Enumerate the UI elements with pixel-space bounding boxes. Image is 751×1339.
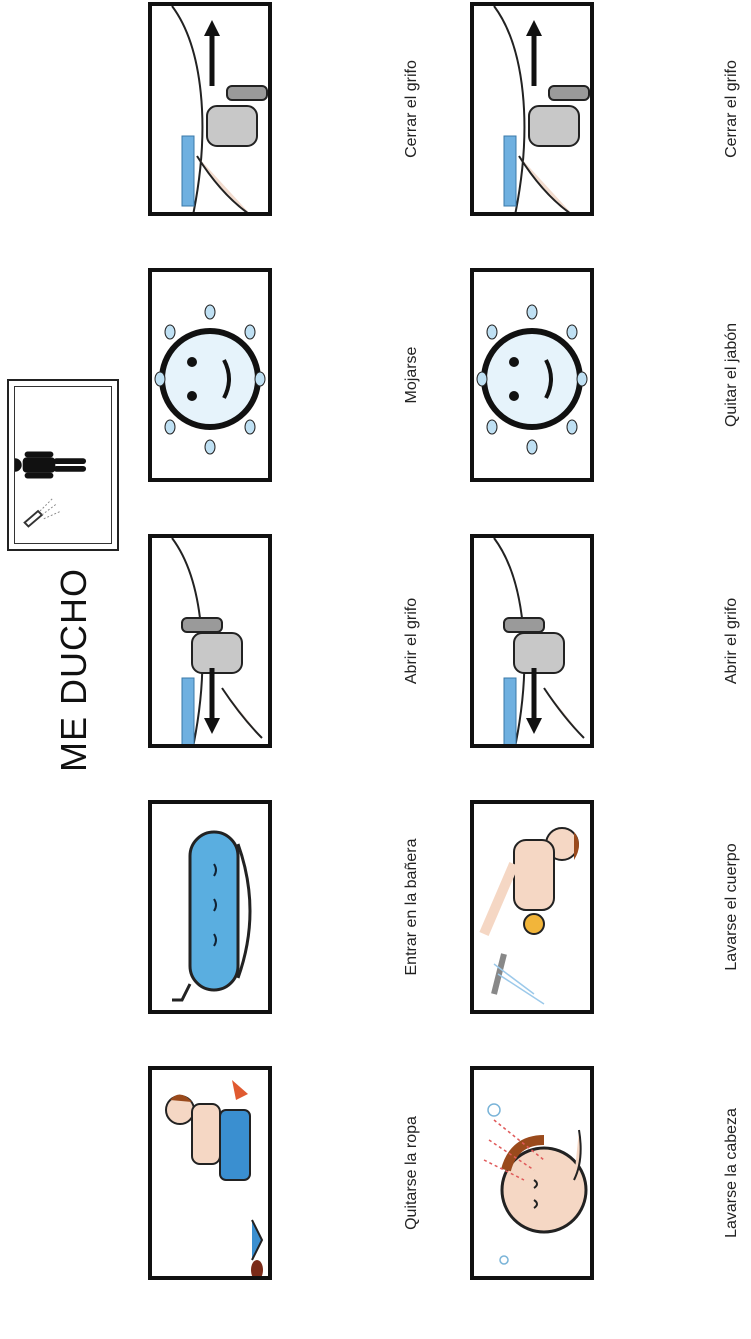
turn-off-tap-icon — [470, 2, 594, 216]
turn-off-tap-icon — [148, 2, 272, 216]
step-label: Lavarse el cuerpo — [712, 800, 751, 1014]
person-shower-icon — [7, 379, 119, 551]
bathtub-icon — [148, 800, 272, 1014]
wash-hair-icon — [470, 1066, 594, 1280]
wash-body-icon — [470, 800, 594, 1014]
undressing-icon — [148, 1066, 272, 1280]
rinse-face-icon — [470, 268, 594, 482]
step-label: Entrar en la bañera — [392, 800, 432, 1014]
step-label: Cerrar el grifo — [392, 2, 432, 216]
step-label: Cerrar el grifo — [712, 2, 751, 216]
turn-on-tap-icon — [470, 534, 594, 748]
step-label: Abrir el grifo — [392, 534, 432, 748]
step-label: Quitar el jabón — [712, 268, 751, 482]
step-label: Mojarse — [392, 268, 432, 482]
turn-on-tap-icon — [148, 534, 272, 748]
step-label: Abrir el grifo — [712, 534, 751, 748]
wet-face-icon — [148, 268, 272, 482]
step-label: Lavarse la cabeza — [712, 1066, 751, 1280]
page-title: ME DUCHO — [44, 585, 104, 755]
step-label: Quitarse la ropa — [392, 1066, 432, 1280]
